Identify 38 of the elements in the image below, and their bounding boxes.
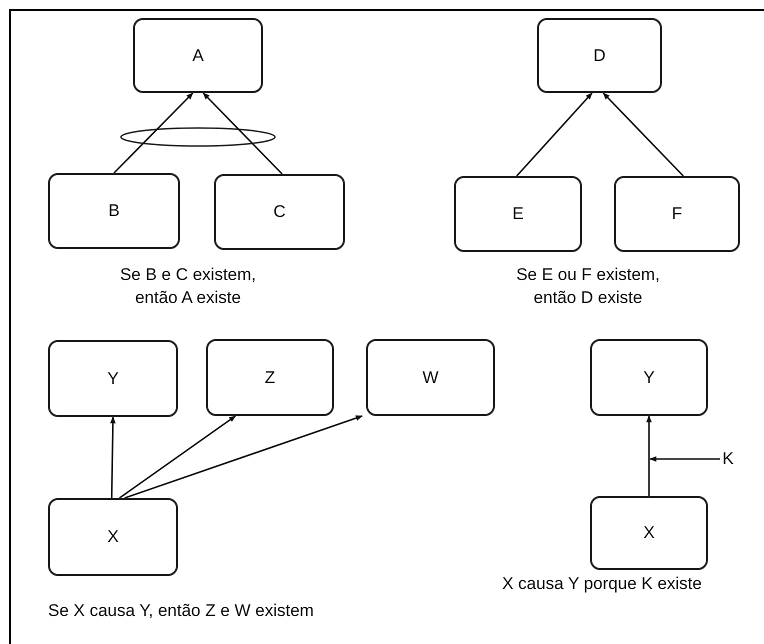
node-label: Y bbox=[107, 368, 119, 388]
node-label: X bbox=[107, 527, 119, 547]
node-label: C bbox=[273, 202, 286, 222]
node-box bbox=[537, 18, 662, 93]
arrow bbox=[124, 415, 363, 499]
node-label: X bbox=[643, 523, 655, 543]
node-label: E bbox=[512, 204, 524, 224]
node-box bbox=[48, 173, 180, 249]
node-label: A bbox=[192, 46, 204, 66]
node-label: F bbox=[672, 204, 682, 224]
arrow bbox=[110, 416, 116, 498]
node-box bbox=[206, 339, 334, 416]
arrow bbox=[202, 92, 283, 175]
node-box bbox=[214, 174, 345, 250]
caption: Se B e C existem, então A existe bbox=[118, 264, 258, 309]
node-box bbox=[590, 496, 708, 570]
node-label: K bbox=[720, 448, 736, 470]
arrow bbox=[113, 92, 194, 174]
node-box bbox=[366, 339, 495, 416]
node-box bbox=[590, 339, 708, 416]
node-label: W bbox=[422, 368, 439, 388]
caption: X causa Y porque K existe bbox=[501, 573, 703, 595]
node-box bbox=[614, 176, 740, 252]
arrow bbox=[649, 456, 720, 462]
arrow bbox=[646, 415, 652, 496]
node-label: Z bbox=[264, 368, 276, 388]
node-box bbox=[454, 176, 582, 252]
node-box bbox=[48, 340, 178, 417]
arrow bbox=[602, 92, 684, 177]
arrow bbox=[516, 92, 593, 177]
node-box bbox=[48, 498, 178, 576]
caption: Se E ou F existem, então D existe bbox=[515, 264, 661, 309]
node-label: Y bbox=[643, 368, 655, 388]
node-label: B bbox=[108, 201, 120, 221]
node-box bbox=[133, 18, 263, 93]
node-label: D bbox=[593, 46, 606, 66]
arrow bbox=[119, 415, 236, 499]
caption: Se X causa Y, então Z e W existem bbox=[48, 600, 315, 622]
